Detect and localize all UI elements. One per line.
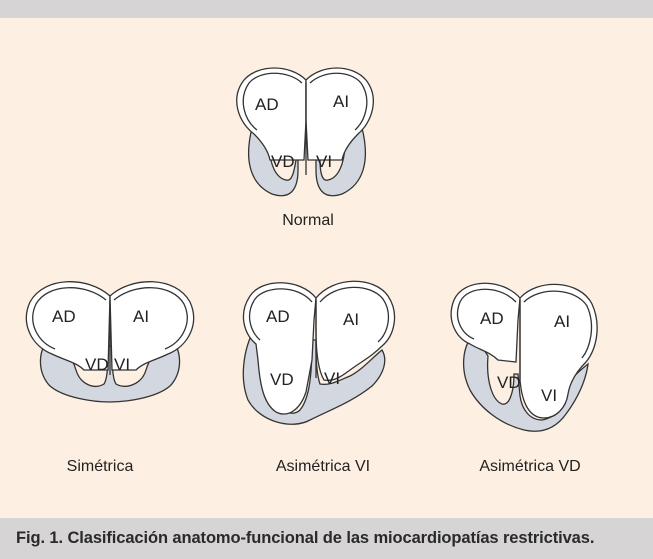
asim-vi-label-vi: VI [324,369,340,388]
asim-vd-label-ad: AD [480,309,504,328]
heart-asimetrica-vd: AD AI VD VI Asimétrica VD [451,283,597,475]
simetrica-case-label: Simétrica [67,458,134,475]
normal-label-ai: AI [333,92,349,111]
normal-label-ad: AD [255,95,279,114]
asim-vd-label-ai: AI [554,312,570,331]
asim-vi-label-ai: AI [343,310,359,329]
asim-vd-label-vi: VI [541,386,557,405]
asim-vi-case-label: Asimétrica VI [276,458,370,475]
normal-case-label: Normal [282,212,334,229]
figure-caption: Fig. 1. Clasificación anatomo-funcional … [16,529,594,548]
normal-label-vd: VD [271,152,295,171]
caption-bar: Fig. 1. Clasificación anatomo-funcional … [0,518,653,559]
asim-vi-label-vd: VD [270,370,294,389]
simetrica-label-vi: VI [114,355,130,374]
simetrica-label-vd: VD [85,355,109,374]
heart-simetrica: AD AI VD VI Simétrica [26,282,193,475]
heart-asimetrica-vi: AD AI VD VI Asimétrica VI [243,281,394,475]
asim-vi-label-ad: AD [266,307,290,326]
normal-label-vi: VI [316,152,332,171]
simetrica-label-ai: AI [133,307,149,326]
normal-right-atrium [237,68,306,160]
asim-vd-case-label: Asimétrica VD [479,458,580,475]
heart-normal: AD AI VD VI Normal [237,68,374,229]
simetrica-label-ad: AD [52,307,76,326]
asim-vd-label-vd: VD [497,373,521,392]
